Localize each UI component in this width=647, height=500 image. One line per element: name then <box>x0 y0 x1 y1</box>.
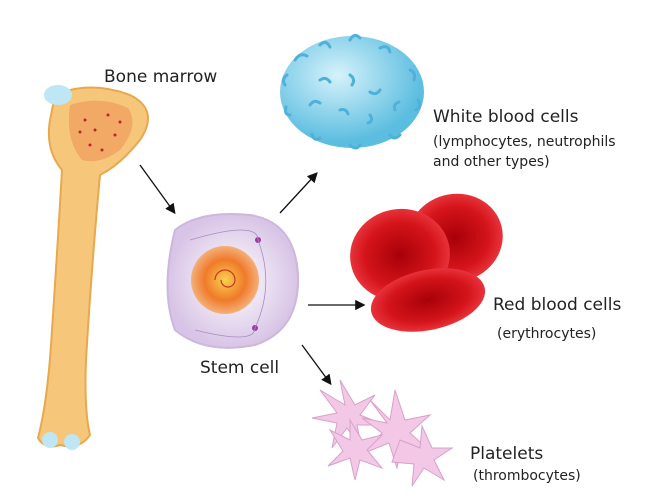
platelets-illustration <box>311 379 454 487</box>
red-blood-cells-illustration <box>350 193 503 332</box>
arrow-bone-to-stem <box>139 164 176 215</box>
white-blood-cells-sub1: (lymphocytes, neutrophils <box>433 134 616 150</box>
arrow-stem-to-platelets <box>301 344 332 386</box>
platelets-label: Platelets <box>470 444 543 464</box>
platelets-sub: (thrombocytes) <box>473 468 581 484</box>
bone-marrow-label: Bone marrow <box>104 67 217 87</box>
arrow-stem-to-white <box>279 172 318 214</box>
white-blood-cells-sub2: and other types) <box>433 154 550 170</box>
stem-cell-illustration <box>166 213 300 349</box>
white-blood-cell-illustration <box>280 33 424 150</box>
stem-cell-label: Stem cell <box>200 358 279 378</box>
red-blood-cells-sub: (erythrocytes) <box>497 326 596 342</box>
bone-marrow-area <box>68 100 133 162</box>
red-blood-cells-label: Red blood cells <box>493 295 621 315</box>
white-blood-cells-label: White blood cells <box>433 107 579 127</box>
bone-illustration <box>36 85 149 450</box>
